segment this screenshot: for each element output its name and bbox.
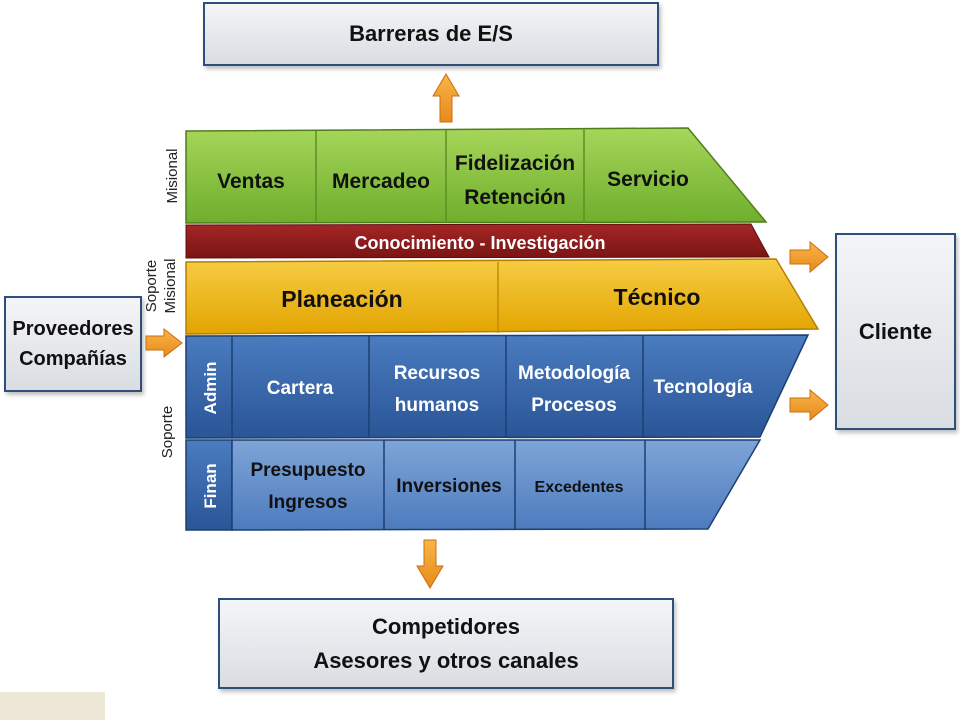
admin-row: Admin Cartera Recursos humanos Metodolog… <box>185 334 810 439</box>
conocimiento-row: Conocimiento - Investigación <box>185 223 770 259</box>
retencion-label: Retención <box>464 186 566 209</box>
soporte-misional-row: Planeación Técnico <box>185 258 820 335</box>
finan-row: Finan Presupuesto Ingresos Inversiones E… <box>185 439 762 531</box>
ingresos-label: Ingresos <box>268 492 347 513</box>
soporte-misional-side-label-1: Soporte <box>143 260 160 313</box>
humanos-label: humanos <box>395 395 479 416</box>
cliente-box: Cliente <box>835 233 956 430</box>
corner-tab <box>0 692 105 720</box>
proveedores-label-1: Proveedores <box>12 318 134 340</box>
admin-label: Admin <box>201 362 220 415</box>
soporte-side-label: Soporte <box>159 406 176 459</box>
recursos-label: Recursos <box>394 363 481 384</box>
competidores-label-1: Competidores <box>372 613 520 639</box>
conocimiento-label: Conocimiento - Investigación <box>354 233 605 253</box>
procesos-label: Procesos <box>531 395 617 416</box>
barreras-label: Barreras de E/S <box>349 21 513 46</box>
mercadeo-label: Mercadeo <box>332 170 430 193</box>
arrow-down-icon <box>416 539 444 589</box>
competidores-label-2: Asesores y otros canales <box>313 647 579 673</box>
misional-side-label: Misional <box>164 148 181 203</box>
barreras-box: Barreras de E/S <box>203 2 659 66</box>
tecnico-label: Técnico <box>614 284 701 310</box>
metodologia-label: Metodología <box>518 363 630 384</box>
proveedores-label-2: Compañías <box>19 348 127 370</box>
competidores-box: Competidores Asesores y otros canales <box>218 598 674 689</box>
inversiones-label: Inversiones <box>396 476 502 497</box>
servicio-label: Servicio <box>607 168 689 191</box>
cliente-label: Cliente <box>858 318 933 344</box>
finan-label: Finan <box>201 463 220 508</box>
fidelizacion-label: Fidelización <box>455 152 575 175</box>
misional-row: Ventas Mercadeo Fidelización Retención S… <box>185 127 768 224</box>
arrow-up-icon <box>432 73 460 123</box>
soporte-misional-side-label-2: Misional <box>162 258 179 313</box>
proveedores-box: Proveedores Compañías <box>4 296 142 392</box>
cartera-label: Cartera <box>267 378 334 399</box>
ventas-label: Ventas <box>217 170 285 193</box>
arrow-right-proveedores-icon <box>145 327 183 359</box>
arrow-right-cliente-upper-icon <box>789 240 829 274</box>
tecnologia-label: Tecnología <box>654 377 753 398</box>
presupuesto-label: Presupuesto <box>250 460 365 481</box>
planeacion-label: Planeación <box>281 286 402 312</box>
arrow-right-cliente-lower-icon <box>789 388 829 422</box>
excedentes-label: Excedentes <box>535 479 624 496</box>
